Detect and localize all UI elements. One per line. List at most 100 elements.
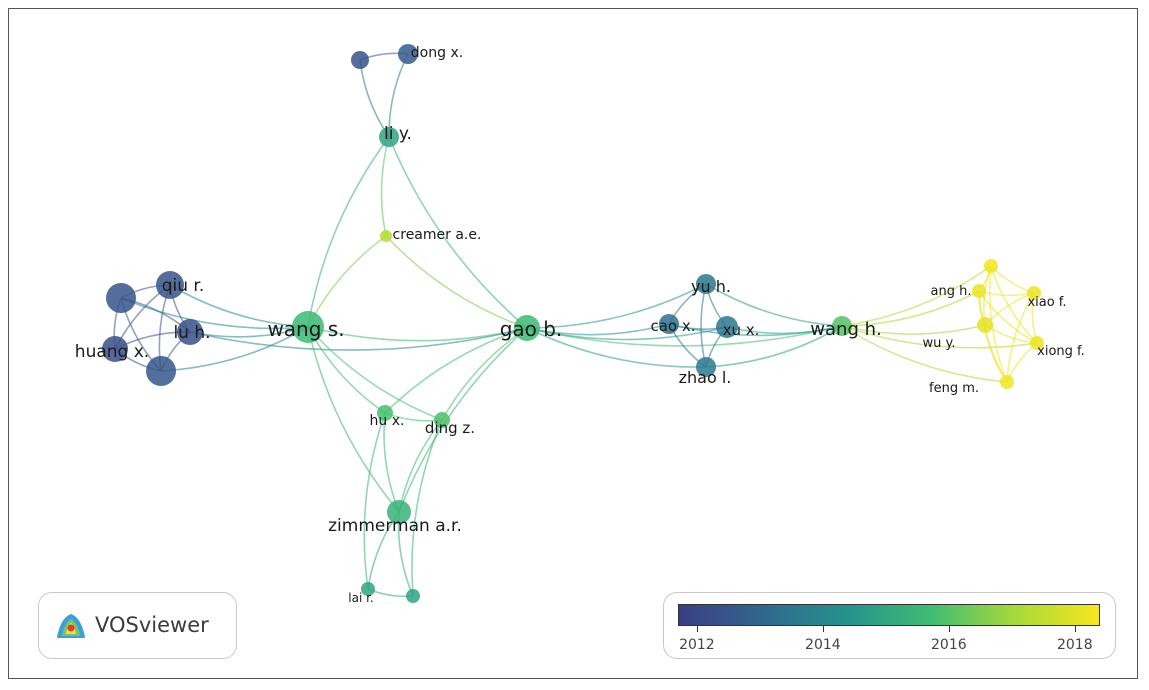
link-gao_b-zimmerman [398,327,528,513]
node-label-ding-z: ding z. [425,419,475,437]
link-ding_z-lai_b [411,419,443,597]
legend-tick-mark [822,626,824,632]
link-gao_b-yu_h [526,283,707,329]
vosviewer-logo-icon [57,614,85,638]
link-qiu_r-wang_s [169,284,309,328]
node-label-wang-h: wang h. [810,319,881,340]
color-legend: 2012 2014 2016 2018 [663,592,1116,659]
link-creamer-wang_s [307,235,387,328]
node-label-gao-b: gao b. [500,317,563,341]
node-label-zhao-l: zhao l. [679,368,732,387]
node-lai-r[interactable] [361,582,375,596]
link-layer [113,52,1038,598]
node-huang-x[interactable] [102,336,128,362]
node-ding-z[interactable] [434,412,450,428]
link-gao_b-ding_z [441,327,528,421]
node-zimmerman[interactable] [387,500,411,524]
vosviewer-logo-text: VOSviewer [95,613,209,637]
network-frame: dong x. li y. creamer a.e. qiu r. lu h. huang… [8,8,1138,679]
link-wang_s-ding_z [307,326,443,421]
node-lu-h[interactable] [177,319,203,345]
label-layer: dong x. li y. creamer a.e. qiu r. lu h. huang… [75,45,1085,605]
node-label-huang-x: huang x. [75,342,149,362]
link-wang_h-wu_y [841,324,986,335]
legend-tick-label: 2018 [1056,637,1093,653]
legend-tick-label: 2016 [931,637,967,653]
link-huang_b-wang_s [160,326,309,372]
link-huang_a-wang_s [120,297,309,330]
legend-tick-label: 2012 [679,637,715,653]
node-zhao-l[interactable] [696,357,716,377]
node-qiu-r[interactable] [156,271,184,299]
node-feng-m[interactable] [1000,375,1014,389]
link-gao_b-wang_h [526,325,843,347]
node-xiong-f[interactable] [1030,336,1044,350]
node-lai-b[interactable] [406,589,420,603]
node-label-wang-s: wang s. [267,317,344,341]
link-zhang_h-xiong_f [978,290,1038,344]
node-label-li-y: li y. [384,124,412,144]
node-label-dong-x: dong x. [411,45,463,61]
node-label-creamer: creamer a.e. [393,227,482,243]
node-label-cao-x: cao x. [650,317,695,335]
node-yang-y[interactable] [984,259,998,273]
node-label-lai-r: lai r. [348,591,373,605]
link-zhao_l-wang_h [705,325,843,368]
link-yang_y-xiong_f [990,265,1038,344]
node-yu-h[interactable] [696,274,716,294]
link-yu_h-zhao_l [700,283,707,368]
link-gao_b-hu_x [384,327,528,414]
node-wu-y[interactable] [977,317,993,333]
node-wang-s[interactable] [292,311,324,343]
link-gao_b-zhao_l [526,327,707,368]
node-cao-x[interactable] [659,314,679,334]
link-yu_h-wang_h [705,283,843,327]
link-wang_h-feng_m [841,325,1008,383]
node-label-hu-x: hu x. [370,413,405,429]
legend-tick-mark [948,626,950,632]
node-xiao-f[interactable] [1027,286,1041,300]
node-dong-b[interactable] [351,51,369,69]
node-hu-x[interactable] [377,405,393,421]
legend-tick-mark [696,626,698,632]
node-label-qiu-r: qiu r. [162,276,205,296]
link-yang_y-xiao_f [990,265,1035,294]
legend-tick-label: 2014 [805,637,841,653]
color-scale-bar [678,604,1100,626]
legend-tick-mark [1074,626,1076,632]
node-label-yu-h: yu h. [691,277,731,296]
node-label-feng-m: feng m. [929,381,979,396]
link-wang_h-yang_y [841,265,992,327]
link-li_y-wang_s [307,136,390,328]
node-huang-b[interactable] [146,356,176,386]
node-label-xiong-f: xiong f. [1037,344,1085,359]
node-label-zimmerman: zimmerman a.r. [328,516,462,536]
node-huang-a[interactable] [106,283,136,313]
node-creamer[interactable] [380,230,392,242]
node-label-lu-h: lu h. [173,323,210,343]
link-wang_h-zhang_h [841,290,980,327]
link-li_y-gao_b [388,136,528,329]
node-label-wu-y: wu y. [923,336,956,351]
node-label-xiao-f: xiao f. [1027,295,1066,310]
link-zhang_h-xiao_f [978,290,1035,297]
link-li_y-creamer [380,136,390,237]
node-li-y[interactable] [379,127,399,147]
node-dong-x[interactable] [398,44,418,64]
node-gao-b[interactable] [514,315,540,341]
link-creamer-gao_b [385,235,528,329]
node-xu-x[interactable] [716,316,738,338]
link-xiao_f-feng_m [1006,292,1035,383]
link-lu_h-gao_b [189,327,528,351]
network-map[interactable]: dong x. li y. creamer a.e. qiu r. lu h. huang… [9,9,1139,680]
link-wang_s-gao_b [307,326,528,342]
node-layer [102,44,1044,603]
link-cao_x-wang_h [668,323,843,337]
link-hu_x-lai_r [363,412,386,590]
node-label-zhang-h: ang h. [931,284,972,299]
link-wang_s-zimmerman [307,326,400,513]
node-label-xu-x: xu x. [723,321,760,339]
node-zhang-h[interactable] [972,284,986,298]
vosviewer-logo: VOSviewer [38,592,237,659]
node-wang-h[interactable] [832,316,852,336]
